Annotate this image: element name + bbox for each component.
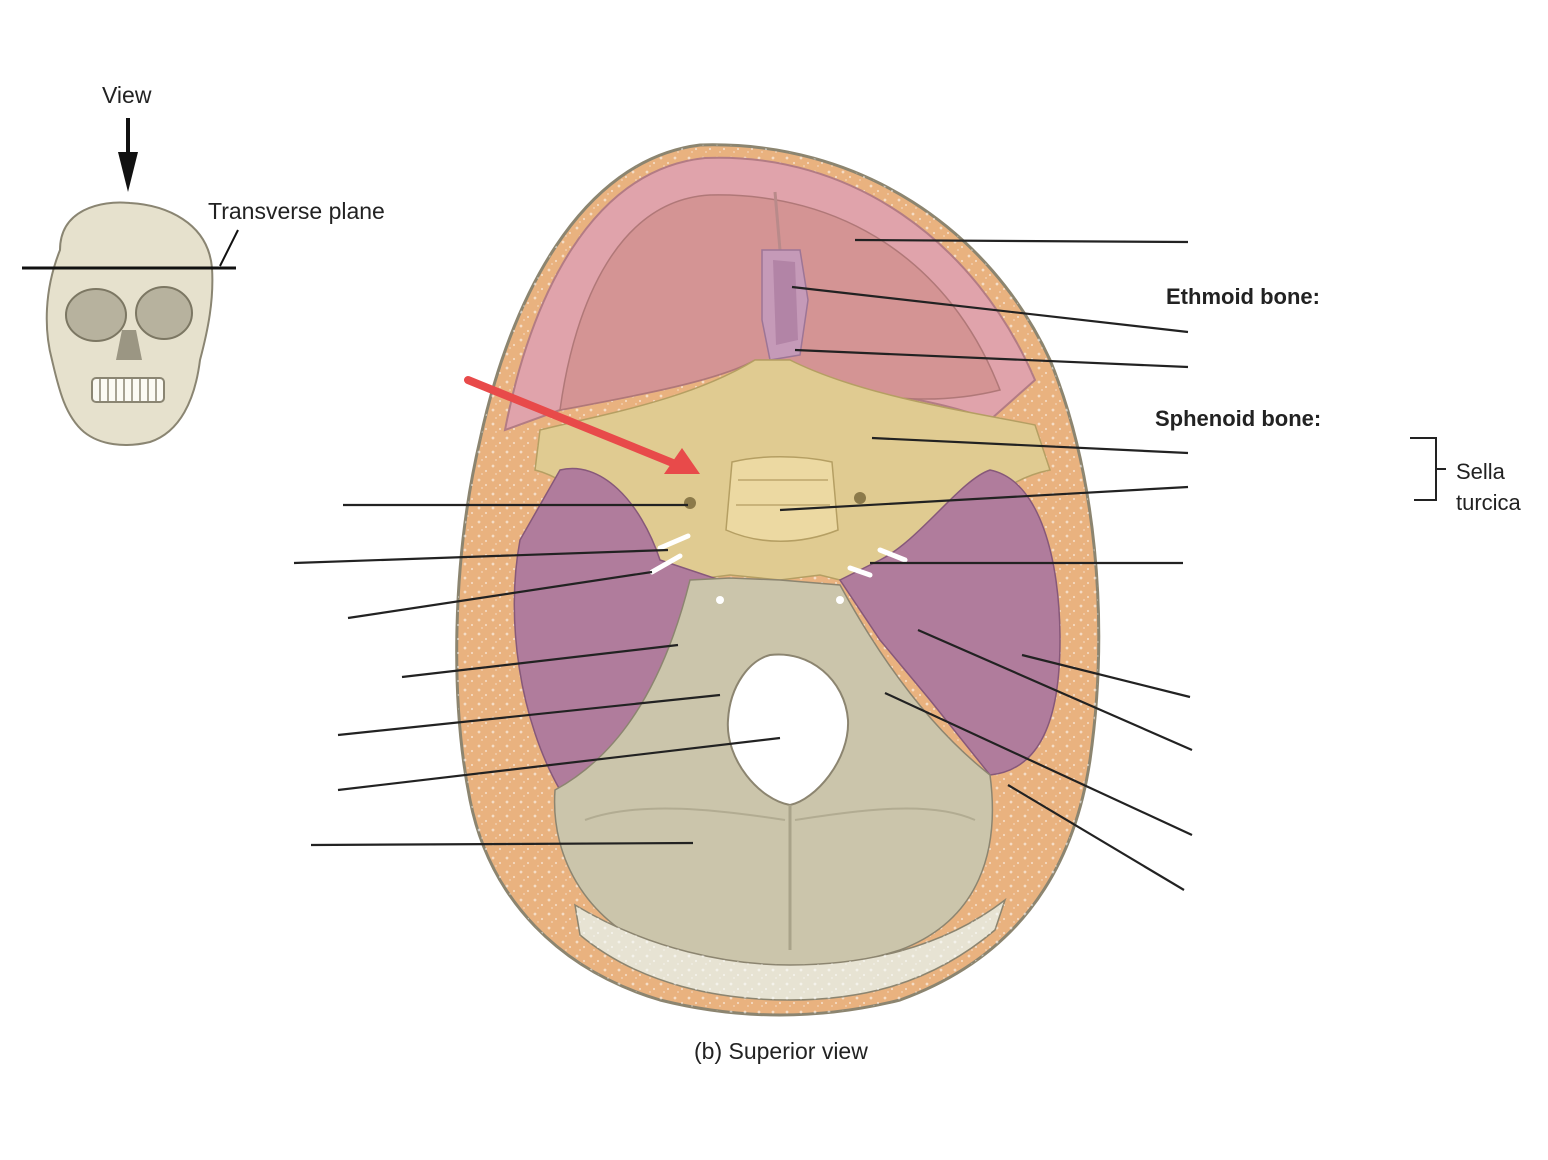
frontal-crest <box>773 191 782 251</box>
sella-turcica-bracket <box>1410 437 1446 501</box>
transverse-plane-pointer <box>219 229 239 267</box>
sphenoid-bone-label: Sphenoid bone: <box>1155 406 1322 431</box>
sella-turcica-label-line1: Sella <box>1456 459 1505 484</box>
leader-right-8 <box>917 628 1193 752</box>
leader-right-9 <box>884 692 1193 836</box>
leader-left-7 <box>310 841 694 847</box>
skull-thumbnail <box>22 118 239 446</box>
thumbnail-orbit-left <box>65 288 127 342</box>
leader-left-3 <box>347 570 653 620</box>
sella-turcica-label-line2: turcica <box>1456 490 1521 515</box>
leader-right-4 <box>871 436 1189 455</box>
thumbnail-orbit-right <box>135 286 193 340</box>
temporal-bone-right <box>838 469 1061 776</box>
view-arrow-head <box>118 152 138 192</box>
cranial-floor <box>455 143 1101 1017</box>
leader-left-5 <box>337 693 721 737</box>
foramen-magnum <box>726 653 850 807</box>
leader-right-2 <box>791 285 1189 334</box>
thumbnail-nasal-cavity <box>116 330 142 360</box>
optic-foramen <box>684 497 696 509</box>
leader-left-4 <box>401 643 679 679</box>
sella-turcica <box>725 456 839 542</box>
leader-right-1 <box>854 238 1189 244</box>
leader-right-7 <box>1021 653 1191 699</box>
leader-lines <box>293 238 1193 891</box>
view-label: View <box>102 82 152 108</box>
thumbnail-cranium <box>45 201 214 446</box>
sella-turcica-label: Sella turcica <box>1456 456 1521 518</box>
figure-caption: (b) Superior view <box>694 1038 868 1064</box>
thumbnail-teeth <box>91 377 165 403</box>
ethmoid-cribriform-plate <box>773 260 798 345</box>
red-pointer-arrow <box>464 376 700 474</box>
leader-left-2 <box>293 548 669 565</box>
leader-right-10 <box>1007 784 1185 891</box>
leader-right-3 <box>794 348 1189 369</box>
transverse-plane-label: Transverse plane <box>208 198 385 224</box>
leader-right-5 <box>779 485 1189 512</box>
leader-left-6 <box>337 736 781 792</box>
ethmoid-bone-label: Ethmoid bone: <box>1166 284 1320 309</box>
